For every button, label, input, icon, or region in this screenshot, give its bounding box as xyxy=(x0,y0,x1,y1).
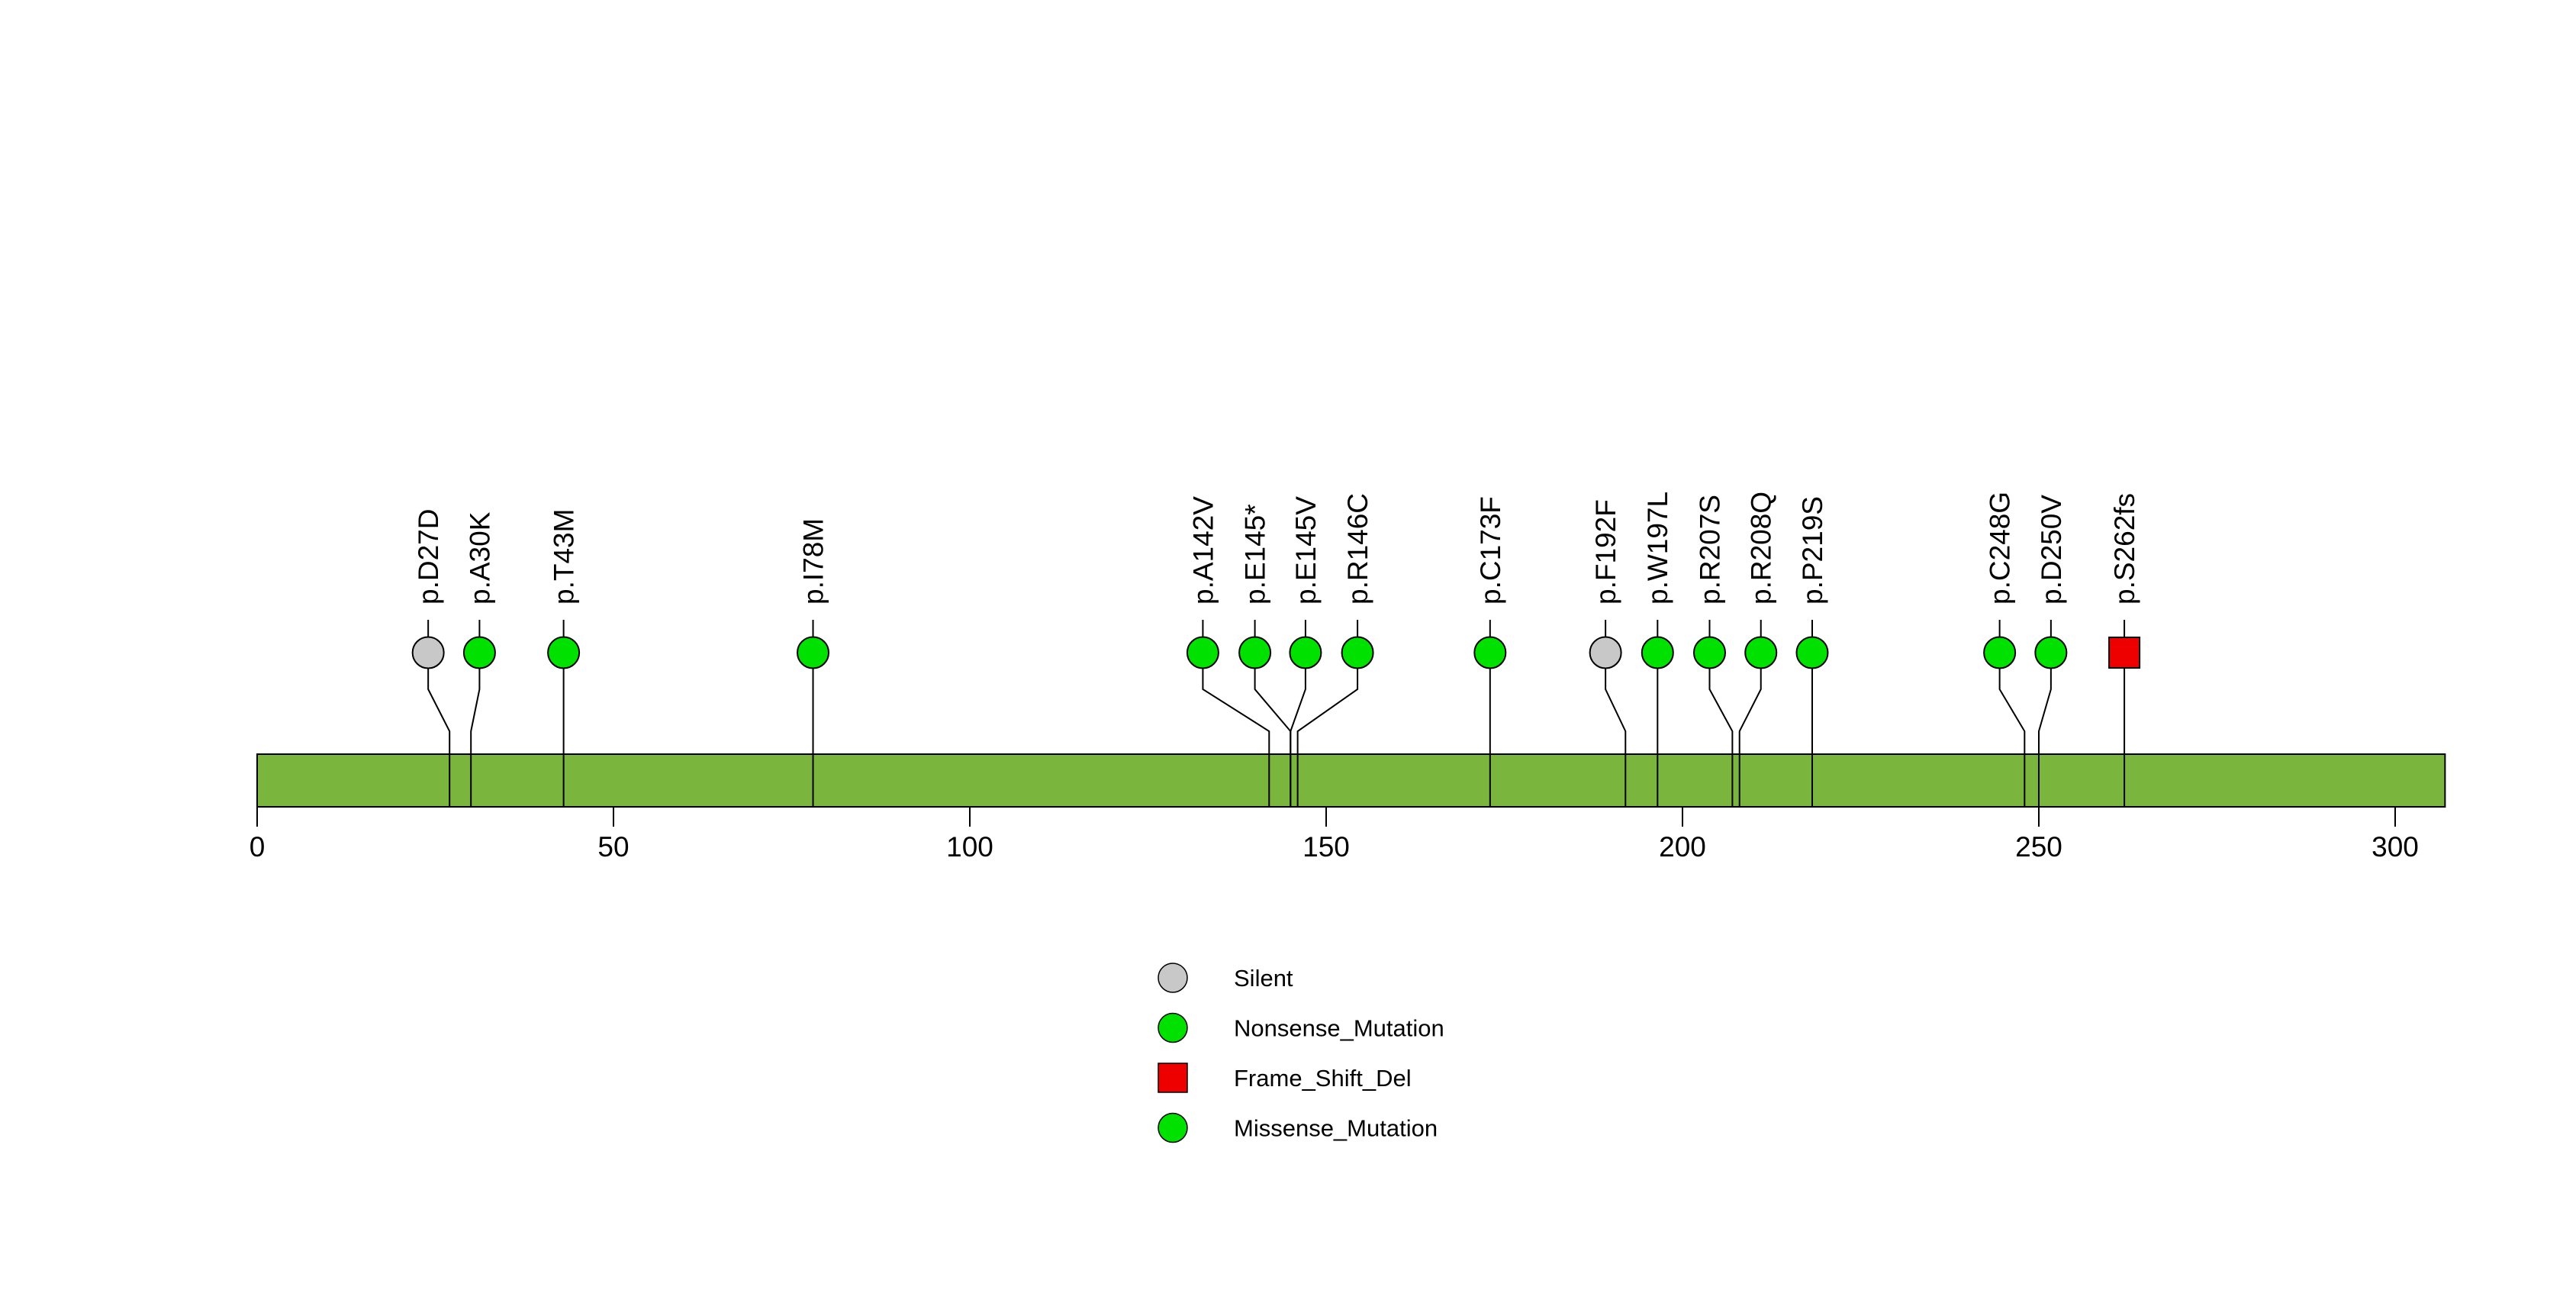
mutation-label: p.S262fs xyxy=(2109,493,2140,605)
mutation-label: p.W197L xyxy=(1642,492,1673,605)
lollipop-leader-line xyxy=(1738,668,1762,807)
axis-tick-label: 200 xyxy=(1659,831,1706,863)
mutation-label: p.F192F xyxy=(1590,499,1621,605)
lollipop-leader-line xyxy=(1202,668,1270,807)
legend-item: Nonsense_Mutation xyxy=(1158,1012,1444,1043)
mutation-label: p.T43M xyxy=(549,509,580,605)
lollipop-layer: p.D27D p.A30K p.T43M p.I78M p.A142V p.E145* p.… xyxy=(411,492,2141,807)
legend-label: Frame_Shift_Del xyxy=(1234,1065,1412,1092)
mutation-marker-frame_shift_del xyxy=(2108,637,2141,669)
legend-swatch-circle xyxy=(1158,963,1188,993)
mutation-label: p.A142V xyxy=(1187,496,1219,605)
mutation-label: p.P219S xyxy=(1797,496,1828,605)
mutation-marker-missense_mutation xyxy=(1983,636,2017,669)
axis-tick-label: 100 xyxy=(946,831,993,863)
lollipop-leader-line xyxy=(1998,668,2026,807)
mutation-marker-nonsense_mutation xyxy=(1238,636,1272,669)
mutation-label: p.A30K xyxy=(464,511,495,605)
lollipop-leader-line xyxy=(2038,668,2052,807)
mutation-marker-missense_mutation xyxy=(1744,636,1778,669)
mutation-marker-missense_mutation xyxy=(1692,636,1726,669)
mutation-label: p.R208Q xyxy=(1746,492,1777,605)
gene-body xyxy=(256,753,2446,808)
mutation-label: p.C248G xyxy=(1985,492,2016,605)
mutation-marker-missense_mutation xyxy=(547,636,581,669)
mutation-marker-missense_mutation xyxy=(797,636,830,669)
legend-label: Nonsense_Mutation xyxy=(1234,1015,1444,1042)
axis-tick-label: 300 xyxy=(2372,831,2419,863)
axis-tick-label: 150 xyxy=(1302,831,1350,863)
axis-tick-label: 250 xyxy=(2015,831,2062,863)
mutation-label: p.I78M xyxy=(797,518,829,605)
mutation-label: p.D27D xyxy=(413,509,444,605)
legend-swatch-circle xyxy=(1158,1112,1188,1143)
axis-layer: 0 50 100 150 200 250 300 xyxy=(250,807,2419,863)
mutation-marker-missense_mutation xyxy=(1341,636,1374,669)
legend-label: Silent xyxy=(1234,965,1293,992)
mutation-marker-missense_mutation xyxy=(1641,636,1674,669)
mutation-label: p.R207S xyxy=(1694,495,1725,605)
legend-item: Frame_Shift_Del xyxy=(1158,1063,1412,1093)
mutation-label: p.C173F xyxy=(1475,496,1506,605)
lollipop-leader-line xyxy=(427,668,451,807)
mutation-label: p.E145* xyxy=(1240,504,1271,605)
mutation-marker-missense_mutation xyxy=(1795,636,1829,669)
lollipop-leader-line xyxy=(470,668,481,807)
mutation-marker-silent xyxy=(1589,636,1622,669)
mutation-marker-missense_mutation xyxy=(1289,636,1322,669)
mutation-marker-missense_mutation xyxy=(1473,636,1507,669)
mutation-marker-missense_mutation xyxy=(1186,636,1219,669)
mutation-label: p.E145V xyxy=(1290,496,1322,605)
mutation-marker-missense_mutation xyxy=(462,636,496,669)
lollipop-leader-line xyxy=(1708,668,1734,807)
mutation-marker-missense_mutation xyxy=(2034,636,2068,669)
lollipop-leader-line xyxy=(1605,668,1627,807)
lollipop-leader-line xyxy=(1290,668,1306,807)
legend: SilentNonsense_MutationFrame_Shift_DelMi… xyxy=(1158,963,1444,1143)
axis-tick-label: 50 xyxy=(597,831,629,863)
legend-swatch-square xyxy=(1158,1063,1188,1093)
mutation-label: p.D250V xyxy=(2036,495,2067,605)
mutation-label: p.R146C xyxy=(1342,493,1373,605)
legend-label: Missense_Mutation xyxy=(1234,1115,1438,1142)
lollipop-leader-line xyxy=(1296,668,1359,807)
axis-tick-label: 0 xyxy=(250,831,266,863)
legend-item: Missense_Mutation xyxy=(1158,1112,1438,1143)
mutation-marker-silent xyxy=(411,636,445,669)
legend-swatch-circle xyxy=(1158,1012,1188,1043)
gene-body-layer xyxy=(256,753,2446,808)
legend-item: Silent xyxy=(1158,963,1293,993)
